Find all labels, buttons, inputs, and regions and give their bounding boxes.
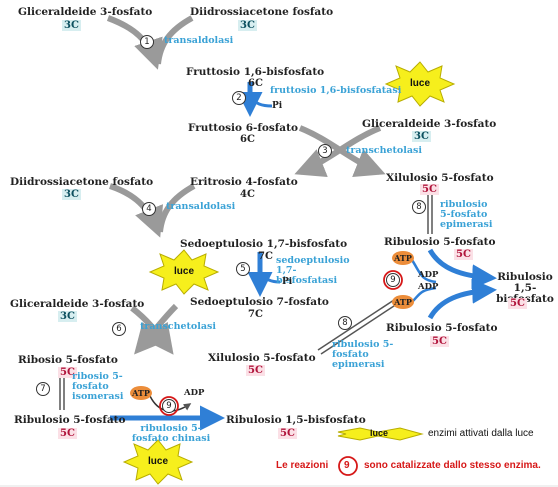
compound-g3p: Gliceraldeide 3-fosfato bbox=[18, 6, 153, 18]
compound-fructose-6p: Fruttosio 6-fosfato bbox=[188, 122, 298, 134]
enzyme-label: transaldolasi bbox=[166, 201, 236, 212]
carbon-count-badge: 3C bbox=[58, 311, 77, 322]
step-number: 6 bbox=[112, 322, 126, 336]
reaction-1-arrows bbox=[106, 15, 194, 70]
compound-ribulose-15-bp: Ribulosio 1,5-bisfosfato bbox=[226, 414, 366, 426]
adp-label: ADP bbox=[418, 270, 439, 280]
compound-dhap: Diidrossiacetone fosfato bbox=[190, 6, 334, 18]
compound-ribulose-5p: Ribulosio 5-fosfato bbox=[384, 236, 496, 248]
carbon-count-badge: 5C bbox=[246, 365, 265, 376]
enzyme-label: transaldolasi bbox=[164, 35, 234, 46]
reaction-3-arrows bbox=[294, 125, 386, 178]
reaction-6-arrows bbox=[130, 303, 179, 355]
enzyme-label: transchetolasi bbox=[346, 145, 422, 156]
step-number: 3 bbox=[318, 144, 332, 158]
carbon-count-badge: 5C bbox=[278, 428, 297, 439]
atp-badge: ATP bbox=[392, 251, 414, 265]
compound-dhap: Diidrossiacetone fosfato bbox=[10, 176, 154, 188]
compound-fructose-16-bp: Fruttosio 1,6-bisfosfato bbox=[186, 66, 325, 78]
adp-label: ADP bbox=[418, 282, 439, 292]
step-number: 7 bbox=[36, 382, 50, 396]
enzyme-label: ribulosio 5-fosfato epimerasi bbox=[440, 199, 493, 230]
legend-note-suffix: sono catalizzate dallo stesso enzima. bbox=[364, 460, 541, 471]
compound-g3p: Gliceraldeide 3-fosfato bbox=[10, 298, 145, 310]
step-number: 4 bbox=[142, 202, 156, 216]
carbon-count-badge: 4C bbox=[240, 189, 255, 200]
compound-ribose-5p: Ribosio 5-fosfato bbox=[18, 354, 118, 366]
carbon-count-badge: 5C bbox=[420, 184, 439, 195]
carbon-count-badge: 6C bbox=[248, 78, 263, 89]
legend-light-burst-label: luce bbox=[370, 428, 389, 438]
compound-ribulose-5p: Ribulosio 5-fosfato bbox=[14, 414, 126, 426]
enzyme-label: ribulosio 5-fosfato epimerasi bbox=[332, 339, 394, 370]
step-number: 9 bbox=[386, 273, 400, 287]
adp-label: ADP bbox=[184, 388, 205, 398]
carbon-count-badge: 3C bbox=[238, 20, 257, 31]
carbon-count-badge: 3C bbox=[62, 189, 81, 200]
compound-g3p: Gliceraldeide 3-fosfato bbox=[362, 118, 497, 130]
carbon-count-badge: 5C bbox=[58, 428, 77, 439]
phosphate-label: Pi bbox=[272, 101, 283, 111]
step-number: 8 bbox=[412, 200, 426, 214]
carbon-count-badge: 5C bbox=[454, 249, 473, 260]
reaction-9-highlight-icon bbox=[159, 396, 179, 416]
enzyme-label: fruttosio 1,6-bisfosfatasi bbox=[270, 85, 402, 96]
step-number: 2 bbox=[232, 91, 246, 105]
legend-note-prefix: Le reazioni bbox=[276, 460, 329, 471]
light-burst-icon bbox=[148, 249, 220, 295]
compound-xylulose-5p: Xilulosio 5-fosfato bbox=[386, 172, 494, 184]
reaction-9-highlight-icon bbox=[383, 270, 403, 290]
legend-note-number: 9 bbox=[344, 460, 350, 471]
carbon-count-badge: 5C bbox=[58, 367, 77, 378]
reaction-8-diagonal-equilibrium bbox=[317, 299, 398, 355]
legend-light-burst-icon bbox=[337, 427, 424, 441]
legend-light-caption: enzimi attivati dalla luce bbox=[428, 428, 534, 439]
enzyme-label: transchetolasi bbox=[140, 321, 216, 332]
light-burst-label: luce bbox=[410, 78, 431, 89]
legend-reaction-circle-icon bbox=[338, 456, 358, 476]
reaction-5-arrow bbox=[247, 252, 281, 297]
light-burst-icon bbox=[384, 61, 456, 107]
compound-xylulose-5p: Xilulosio 5-fosfato bbox=[208, 352, 316, 364]
atp-badge: ATP bbox=[392, 295, 414, 309]
light-burst-label: luce bbox=[148, 456, 169, 467]
phosphate-label: Pi bbox=[282, 277, 293, 287]
atp-badge: ATP bbox=[130, 386, 152, 400]
step-number: 1 bbox=[140, 35, 154, 49]
carbon-count-badge: 5C bbox=[508, 298, 527, 309]
carbon-count-badge: 3C bbox=[62, 20, 81, 31]
light-burst-icon bbox=[122, 439, 194, 485]
carbon-count-badge: 7C bbox=[248, 309, 263, 320]
carbon-count-badge: 6C bbox=[240, 134, 255, 145]
compound-ribulose-5p: Ribulosio 5-fosfato bbox=[386, 322, 498, 334]
reaction-2-arrow bbox=[237, 82, 273, 117]
carbon-count-badge: 7C bbox=[258, 251, 273, 262]
light-burst-label: luce bbox=[174, 266, 195, 277]
step-number: 8 bbox=[338, 316, 352, 330]
step-number: 9 bbox=[162, 399, 176, 413]
carbon-count-badge: 3C bbox=[412, 131, 431, 142]
compound-sedoheptulose-17-bp: Sedoeptulosio 1,7-bisfosfato bbox=[180, 238, 348, 250]
carbon-count-badge: 5C bbox=[430, 336, 449, 347]
enzyme-label: ribosio 5-fosfato isomerasi bbox=[72, 371, 124, 402]
enzyme-label: ribulosio 5-fosfato chinasi bbox=[131, 423, 211, 444]
step-number: 5 bbox=[236, 262, 250, 276]
compound-erythrose-4p: Eritrosio 4-fosfato bbox=[190, 176, 298, 188]
compound-sedoheptulose-7p: Sedoeptulosio 7-fosfato bbox=[190, 296, 329, 308]
enzyme-label: sedoeptulosio 1,7-bisfosfatasi bbox=[276, 255, 350, 286]
